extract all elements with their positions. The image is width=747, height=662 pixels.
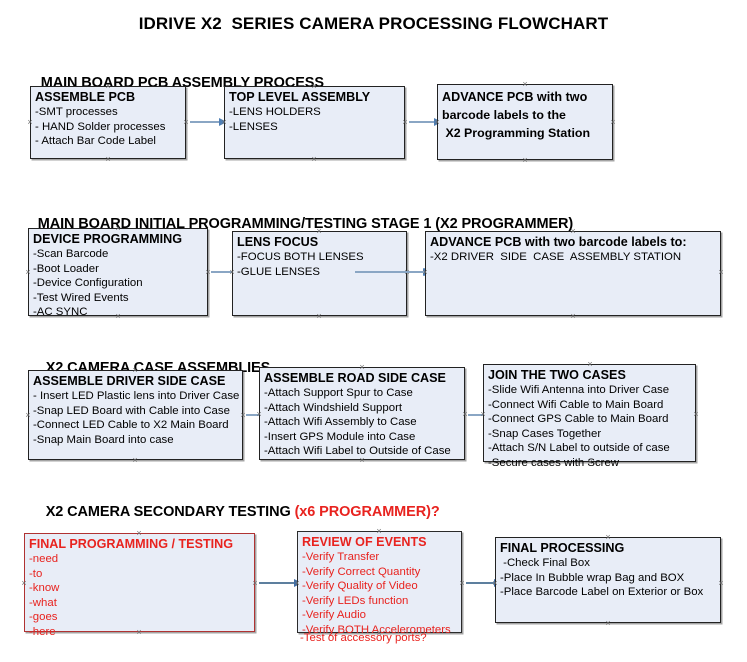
- arrow-driver-case-to-road-case: [246, 414, 262, 416]
- section-heading-4-text: X2 CAMERA SECONDARY TESTING: [45, 504, 295, 520]
- node-line: -Connect GPS Cable to Main Board: [488, 413, 669, 426]
- node-line: -AC SYNC: [33, 306, 88, 319]
- arrow-road-case-to-join-cases: [468, 414, 485, 416]
- node-line: - Attach Bar Code Label: [35, 135, 156, 148]
- node-line: -SMT processes: [35, 106, 118, 118]
- node-assemble-pcb[interactable]: ASSEMBLE PCB -SMT processes - HAND Solde…: [30, 86, 186, 159]
- page-title: IDRIVE X2 SERIES CAMERA PROCESSING FLOWC…: [138, 14, 609, 33]
- node-line: -Slide Wifi Antenna into Driver Case: [488, 384, 670, 396]
- node-title: DEVICE PROGRAMMING: [33, 232, 183, 246]
- node-line: -FOCUS BOTH LENSES: [237, 251, 364, 263]
- arrow-assemble-pcb-to-top-level: [190, 121, 220, 123]
- node-line: -Insert GPS Module into Case: [264, 430, 416, 443]
- section-heading-4: X2 CAMERA SECONDARY TESTING (x6 PROGRAMM…: [30, 488, 440, 536]
- node-advance-pcb-programming-station[interactable]: ADVANCE PCB with two barcode labels to t…: [437, 84, 613, 160]
- arrow-top-level-to-advance-pcb: [409, 121, 435, 123]
- node-final-processing[interactable]: FINAL PROCESSING -Check Final Box -Place…: [495, 537, 721, 623]
- node-title: ASSEMBLE ROAD SIDE CASE: [264, 371, 446, 385]
- node-line: -Scan Barcode: [33, 248, 109, 260]
- node-top-level-assembly[interactable]: TOP LEVEL ASSEMBLY -LENS HOLDERS -LENSES: [224, 86, 405, 159]
- node-line: -Connect Wifi Cable to Main Board: [488, 398, 664, 411]
- node-lens-focus[interactable]: LENS FOCUS -FOCUS BOTH LENSES -GLUE LENS…: [232, 231, 407, 316]
- node-line: -Snap Cases Together: [488, 427, 602, 440]
- node-join-the-two-cases[interactable]: JOIN THE TWO CASES -Slide Wifi Antenna i…: [483, 364, 696, 469]
- node-line: -X2 DRIVER SIDE CASE ASSEMBLY STATION: [430, 251, 682, 263]
- node-line: - HAND Solder processes: [35, 120, 166, 133]
- node-line: -LENSES: [229, 120, 278, 133]
- node-line: -what: [29, 596, 57, 609]
- node-line: -Verify Audio: [302, 609, 366, 622]
- node-title: ADVANCE PCB with two barcode labels to:: [430, 235, 687, 249]
- node-title: JOIN THE TWO CASES: [488, 368, 626, 382]
- node-title: REVIEW OF EVENTS: [302, 535, 427, 549]
- node-advance-pcb-driver-side-case[interactable]: ADVANCE PCB with two barcode labels to: …: [425, 231, 721, 316]
- node-assemble-driver-side-case[interactable]: ASSEMBLE DRIVER SIDE CASE - Insert LED P…: [28, 370, 243, 460]
- node-line: barcode labels to the: [442, 108, 566, 122]
- node-line: -need: [29, 553, 59, 565]
- node-line: -Snap LED Board with Cable into Case: [33, 404, 230, 417]
- arrow-review-events-to-final-processing: [466, 582, 495, 584]
- node-line: -Attach Wifi Label to Outside of Case: [264, 445, 451, 458]
- node-title: FINAL PROCESSING: [500, 541, 625, 555]
- node-title: ASSEMBLE PCB: [35, 90, 136, 104]
- node-title: ASSEMBLE DRIVER SIDE CASE: [33, 374, 226, 388]
- node-line: -Verify Quality of Video: [302, 580, 418, 593]
- node-title: FINAL PROGRAMMING / TESTING: [29, 537, 234, 551]
- node-line: -goes: [29, 611, 58, 624]
- arrow-final-programming-to-review-events: [259, 582, 295, 584]
- node-line: -GLUE LENSES: [237, 265, 320, 278]
- node-line: -Verify Transfer: [302, 551, 380, 563]
- node-line: -Test Wired Events: [33, 291, 129, 304]
- node-line: -know: [29, 582, 60, 595]
- node-line: -Place In Bubble wrap Bag and BOX: [500, 571, 685, 584]
- node-line: -Verify BOTH Accelerometers: [302, 623, 451, 636]
- node-line: -to: [29, 567, 43, 580]
- node-line: X2 Programming Station: [442, 126, 591, 140]
- node-line: -Attach S/N Label to outside of case: [488, 442, 670, 455]
- node-line: -Attach Wifi Assembly to Case: [264, 416, 417, 429]
- node-line: -Place Barcode Label on Exterior or Box: [500, 586, 704, 599]
- node-line: -here: [29, 625, 56, 638]
- node-line: -Boot Loader: [33, 262, 99, 275]
- node-line: -Secure cases with Screw: [488, 456, 620, 469]
- section-heading-4-suffix: (x6 PROGRAMMER)?: [294, 504, 440, 520]
- node-line: -Attach Windshield Support: [264, 401, 403, 414]
- arrow-device-programming-to-lens-focus: [211, 271, 233, 273]
- node-line: -Verify Correct Quantity: [302, 565, 421, 578]
- node-device-programming[interactable]: DEVICE PROGRAMMING -Scan Barcode -Boot L…: [28, 228, 208, 318]
- node-title: LENS FOCUS: [237, 235, 319, 249]
- node-line: -LENS HOLDERS: [229, 106, 321, 118]
- node-assemble-road-side-case[interactable]: ASSEMBLE ROAD SIDE CASE -Attach Support …: [259, 367, 465, 460]
- node-title: ADVANCE PCB with two: [442, 90, 588, 104]
- node-final-programming-testing[interactable]: FINAL PROGRAMMING / TESTING -need -to -k…: [24, 533, 255, 638]
- node-line: -Verify LEDs function: [302, 594, 409, 607]
- node-overflow-line: -Test of accessory ports?: [300, 632, 427, 644]
- node-line: -Check Final Box: [500, 557, 590, 569]
- arrow-lens-focus-to-advance-pcb: [355, 271, 425, 273]
- node-line: -Connect LED Cable to X2 Main Board: [33, 419, 229, 432]
- node-line: -Attach Support Spur to Case: [264, 387, 413, 399]
- node-title: TOP LEVEL ASSEMBLY: [229, 90, 371, 104]
- node-line: - Insert LED Plastic lens into Driver Ca…: [33, 390, 240, 402]
- node-line: -Snap Main Board into case: [33, 433, 174, 446]
- node-review-of-events[interactable]: REVIEW OF EVENTS -Verify Transfer -Verif…: [297, 531, 462, 636]
- node-line: -Device Configuration: [33, 277, 143, 290]
